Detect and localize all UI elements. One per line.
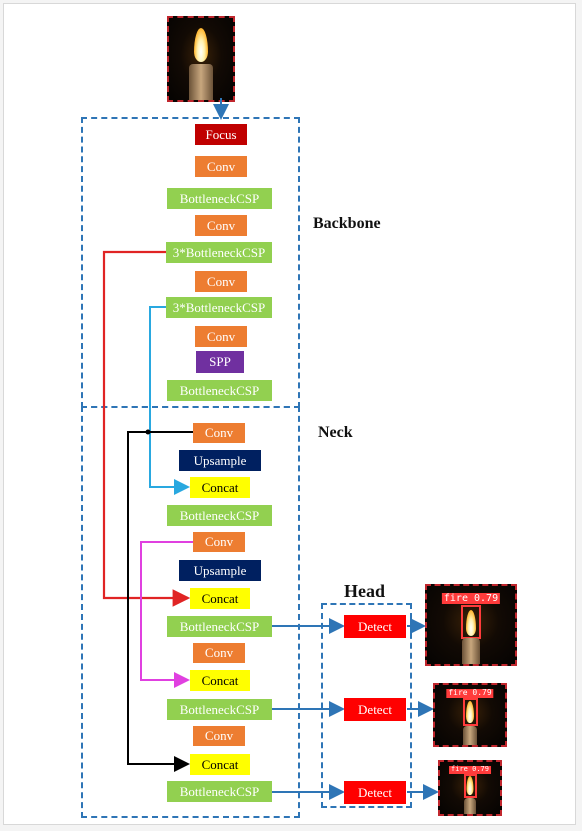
candle-icon <box>462 638 480 664</box>
flame-icon <box>466 610 476 636</box>
detect-block: Detect <box>344 781 406 804</box>
concat-block: Concat <box>190 588 250 609</box>
conv-block: Conv <box>195 271 247 292</box>
conv-block: Conv <box>193 423 245 443</box>
bounding-box <box>463 698 478 726</box>
detection-score: 0.79 <box>472 765 489 773</box>
conv-block: Conv <box>195 326 247 347</box>
conv-block: Conv <box>193 532 245 552</box>
flame-icon <box>466 776 474 795</box>
upsample-block: Upsample <box>179 560 261 581</box>
candle-icon <box>464 798 476 814</box>
detection-tag: fire 0.79 <box>449 765 491 774</box>
bottleneckcsp-block: BottleneckCSP <box>167 616 272 637</box>
candle-icon <box>189 64 213 100</box>
detection-class: fire <box>451 765 468 773</box>
concat-block: Concat <box>190 477 250 498</box>
conv-block: Conv <box>195 215 247 236</box>
detection-class: fire <box>448 688 468 697</box>
bottleneckcsp-block: BottleneckCSP <box>167 188 272 209</box>
conv-block: Conv <box>193 726 245 746</box>
conv-block: Conv <box>193 643 245 663</box>
output-image-small: fire 0.79 <box>438 760 502 816</box>
bottleneckcsp-block: BottleneckCSP <box>167 505 272 526</box>
skip-connection-red <box>102 250 191 607</box>
detection-score: 0.79 <box>472 688 492 697</box>
backbone-label: Backbone <box>313 215 381 232</box>
detect-block: Detect <box>344 615 406 638</box>
concat-block: Concat <box>190 754 250 775</box>
detection-score: 0.79 <box>474 593 499 604</box>
spp-block: SPP <box>196 351 244 373</box>
detection-tag: fire 0.79 <box>446 688 494 698</box>
detect-block: Detect <box>344 698 406 721</box>
skip-connection-black <box>127 431 193 772</box>
flame-icon <box>466 701 474 723</box>
conv-block: Conv <box>195 156 247 177</box>
bottleneckcsp-block: BottleneckCSP <box>167 781 272 802</box>
bottleneckcsp-block: BottleneckCSP <box>167 699 272 720</box>
candle-icon <box>463 726 477 745</box>
head-region <box>321 603 412 808</box>
bottleneckcsp-x3-block: 3*BottleneckCSP <box>166 242 272 263</box>
upsample-block: Upsample <box>179 450 261 471</box>
focus-block: Focus <box>195 124 247 145</box>
concat-block: Concat <box>190 670 250 691</box>
neck-label: Neck <box>318 424 353 441</box>
input-image <box>167 16 235 102</box>
skip-connection-magenta <box>140 541 193 688</box>
flame-icon <box>194 28 208 62</box>
branch-dot <box>145 429 151 435</box>
bottleneckcsp-block: BottleneckCSP <box>167 380 272 401</box>
bottleneckcsp-x3-block: 3*BottleneckCSP <box>166 297 272 318</box>
bounding-box <box>464 774 477 798</box>
skip-connection-cyan <box>149 306 190 495</box>
output-image-medium: fire 0.79 <box>433 683 507 747</box>
head-label: Head <box>344 581 386 601</box>
output-image-large: fire 0.79 <box>425 584 517 666</box>
detection-class: fire <box>443 593 468 604</box>
detection-tag: fire 0.79 <box>441 593 501 604</box>
neck-region <box>81 406 300 818</box>
